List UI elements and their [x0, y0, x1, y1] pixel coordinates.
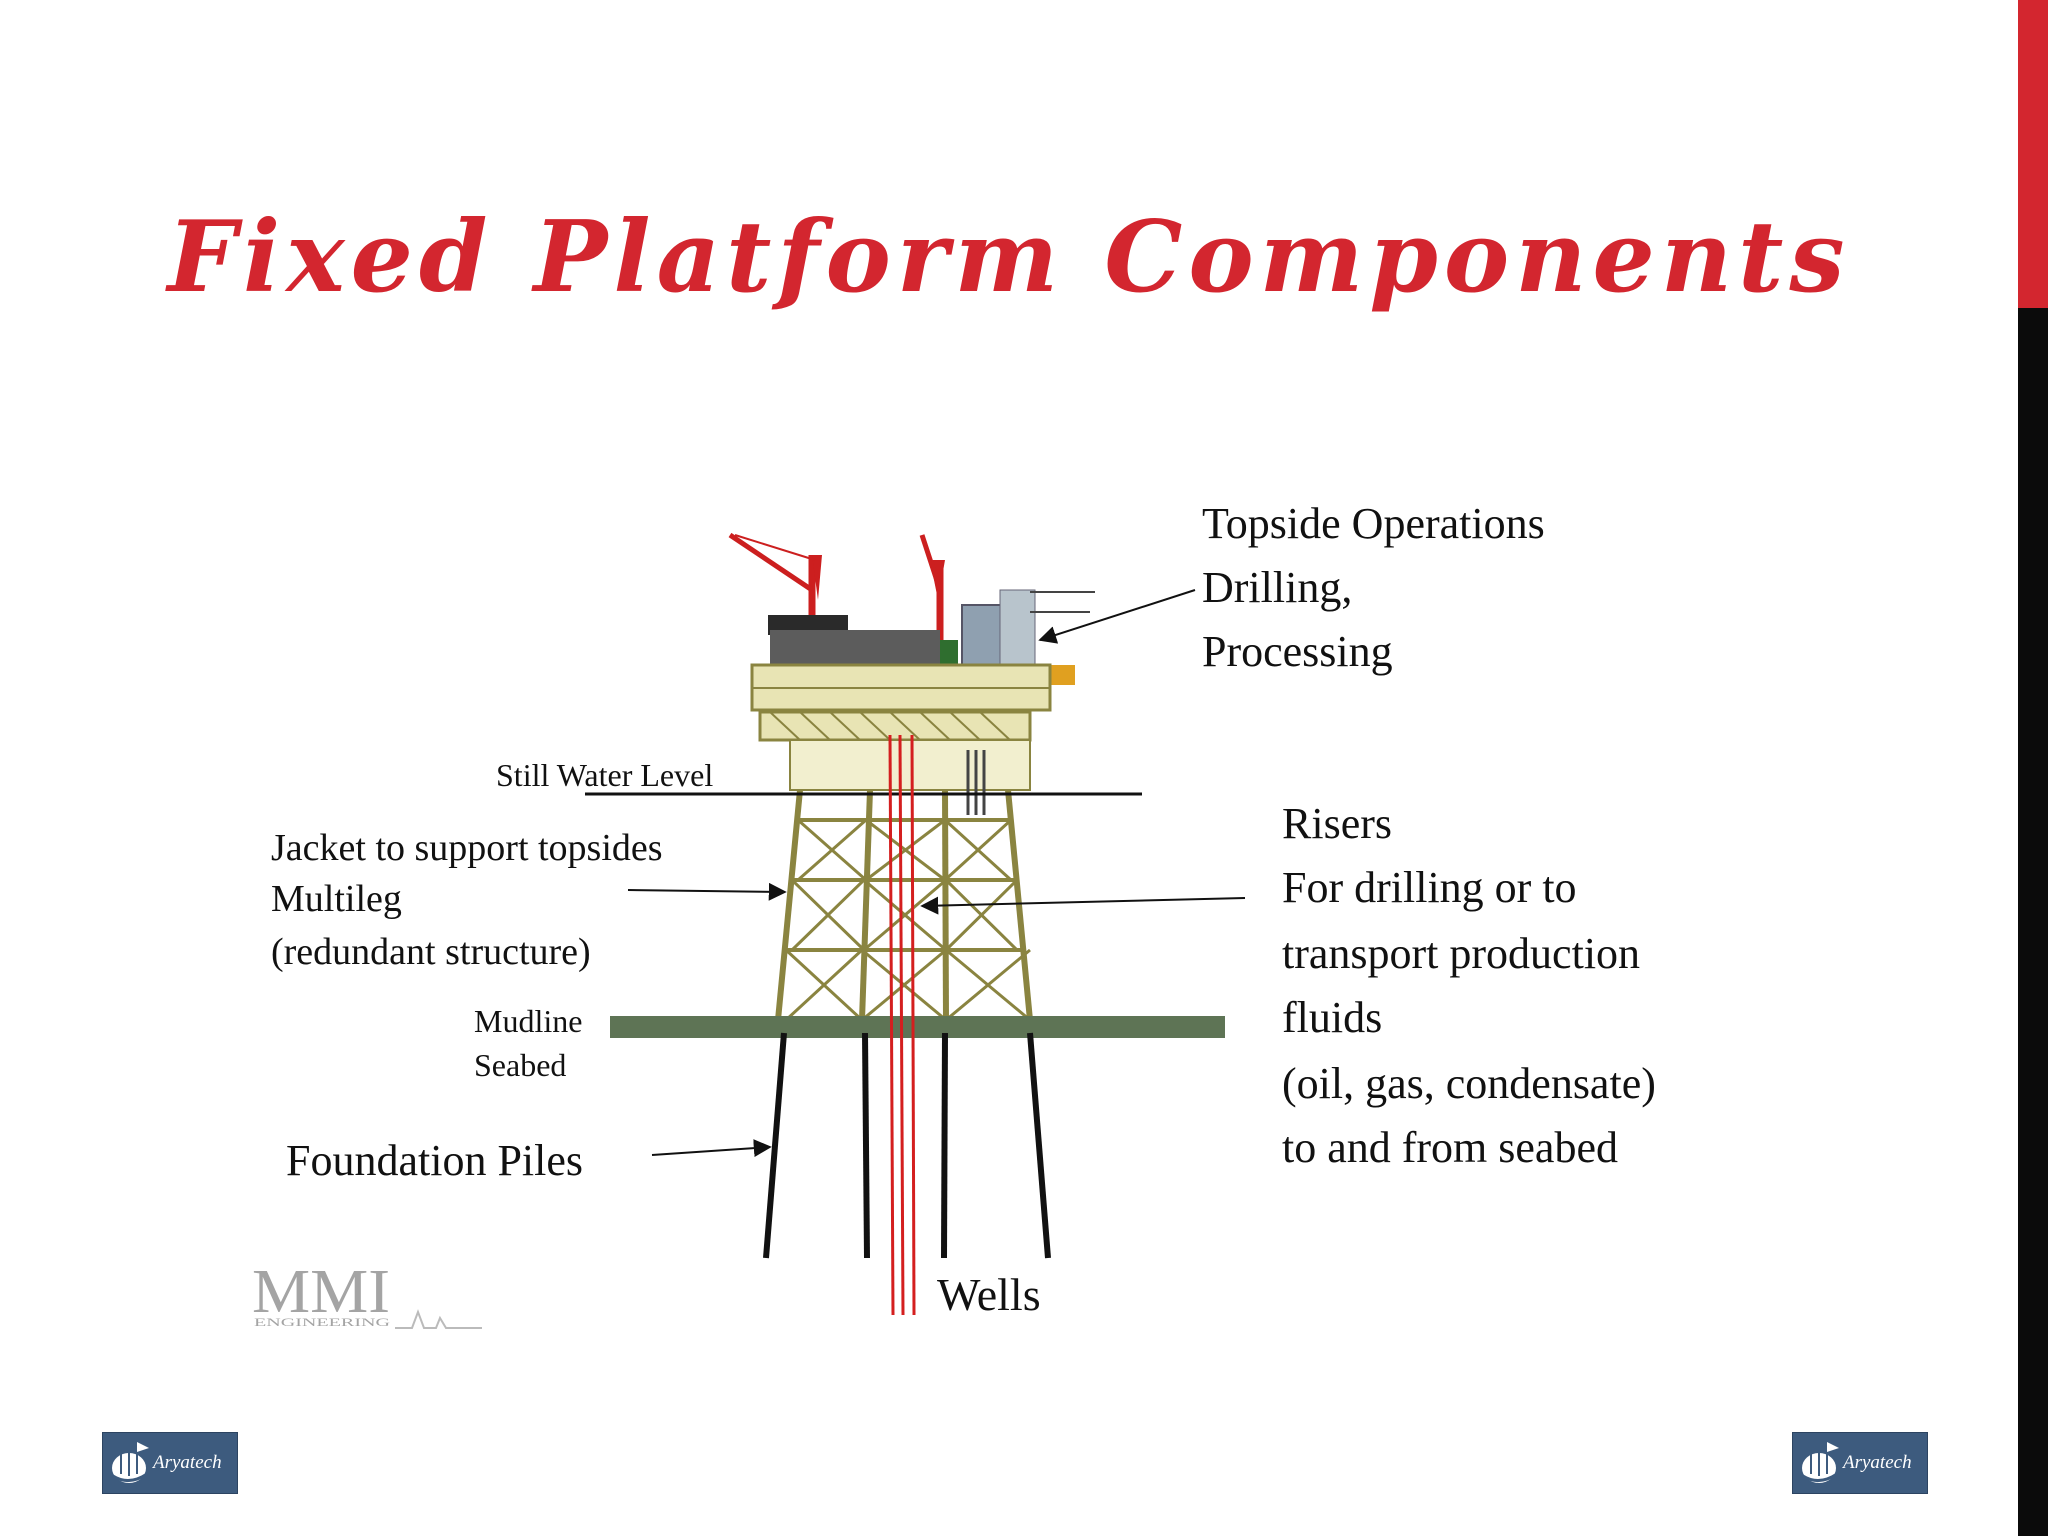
label-redundant-structure: (redundant structure)	[271, 931, 591, 973]
slide-title: Fixed Platform Components	[167, 200, 1851, 315]
seabed-band	[610, 1016, 1225, 1038]
conductor-bundle	[966, 750, 986, 815]
mmi-logo-subtext: ENGINEERING	[254, 1315, 391, 1329]
label-risers-for-drilling: For drilling or to	[1282, 863, 1577, 912]
label-drilling: Drilling,	[1202, 563, 1352, 612]
mmi-engineering-watermark: MMI ENGINEERING	[252, 1258, 482, 1329]
label-topside-operations: Topside Operations	[1202, 499, 1545, 548]
mmi-logo-text: MMI	[252, 1258, 390, 1326]
label-risers-oil-gas: (oil, gas, condensate)	[1282, 1059, 1656, 1108]
arrow-risers	[920, 896, 1246, 915]
topside-modules	[768, 589, 1095, 685]
aryatech-logo-right: Aryatech	[1792, 1432, 1928, 1494]
ship-logo-icon	[112, 1442, 149, 1483]
label-risers-seabed: to and from seabed	[1282, 1123, 1618, 1172]
label-risers-transport: transport production	[1282, 929, 1640, 978]
arrow-piles	[651, 1139, 772, 1158]
label-processing: Processing	[1202, 627, 1393, 676]
label-foundation-piles: Foundation Piles	[286, 1136, 583, 1185]
label-risers-fluids: fluids	[1282, 993, 1382, 1042]
label-multileg: Multileg	[271, 878, 402, 920]
aryatech-logo-text: Aryatech	[1843, 1452, 1912, 1473]
edge-accent-bar-red	[2018, 0, 2048, 308]
arrow-jacket	[627, 882, 787, 901]
topside-deck	[750, 663, 1052, 791]
label-wells: Wells	[937, 1269, 1041, 1320]
label-seabed: Seabed	[474, 1047, 566, 1083]
label-risers: Risers	[1282, 799, 1392, 848]
foundation-piles	[763, 1032, 1051, 1259]
aryatech-logo-text: Aryatech	[153, 1452, 222, 1473]
ship-logo-icon	[1802, 1442, 1839, 1483]
edge-accent-bar-black	[2018, 308, 2048, 1536]
label-mudline: Mudline	[474, 1003, 582, 1039]
risers	[888, 734, 916, 1316]
arrow-topside	[1038, 589, 1196, 644]
aryatech-logo-left: Aryatech	[102, 1432, 238, 1494]
label-jacket-support: Jacket to support topsides	[271, 827, 663, 869]
label-still-water-level: Still Water Level	[496, 757, 713, 793]
